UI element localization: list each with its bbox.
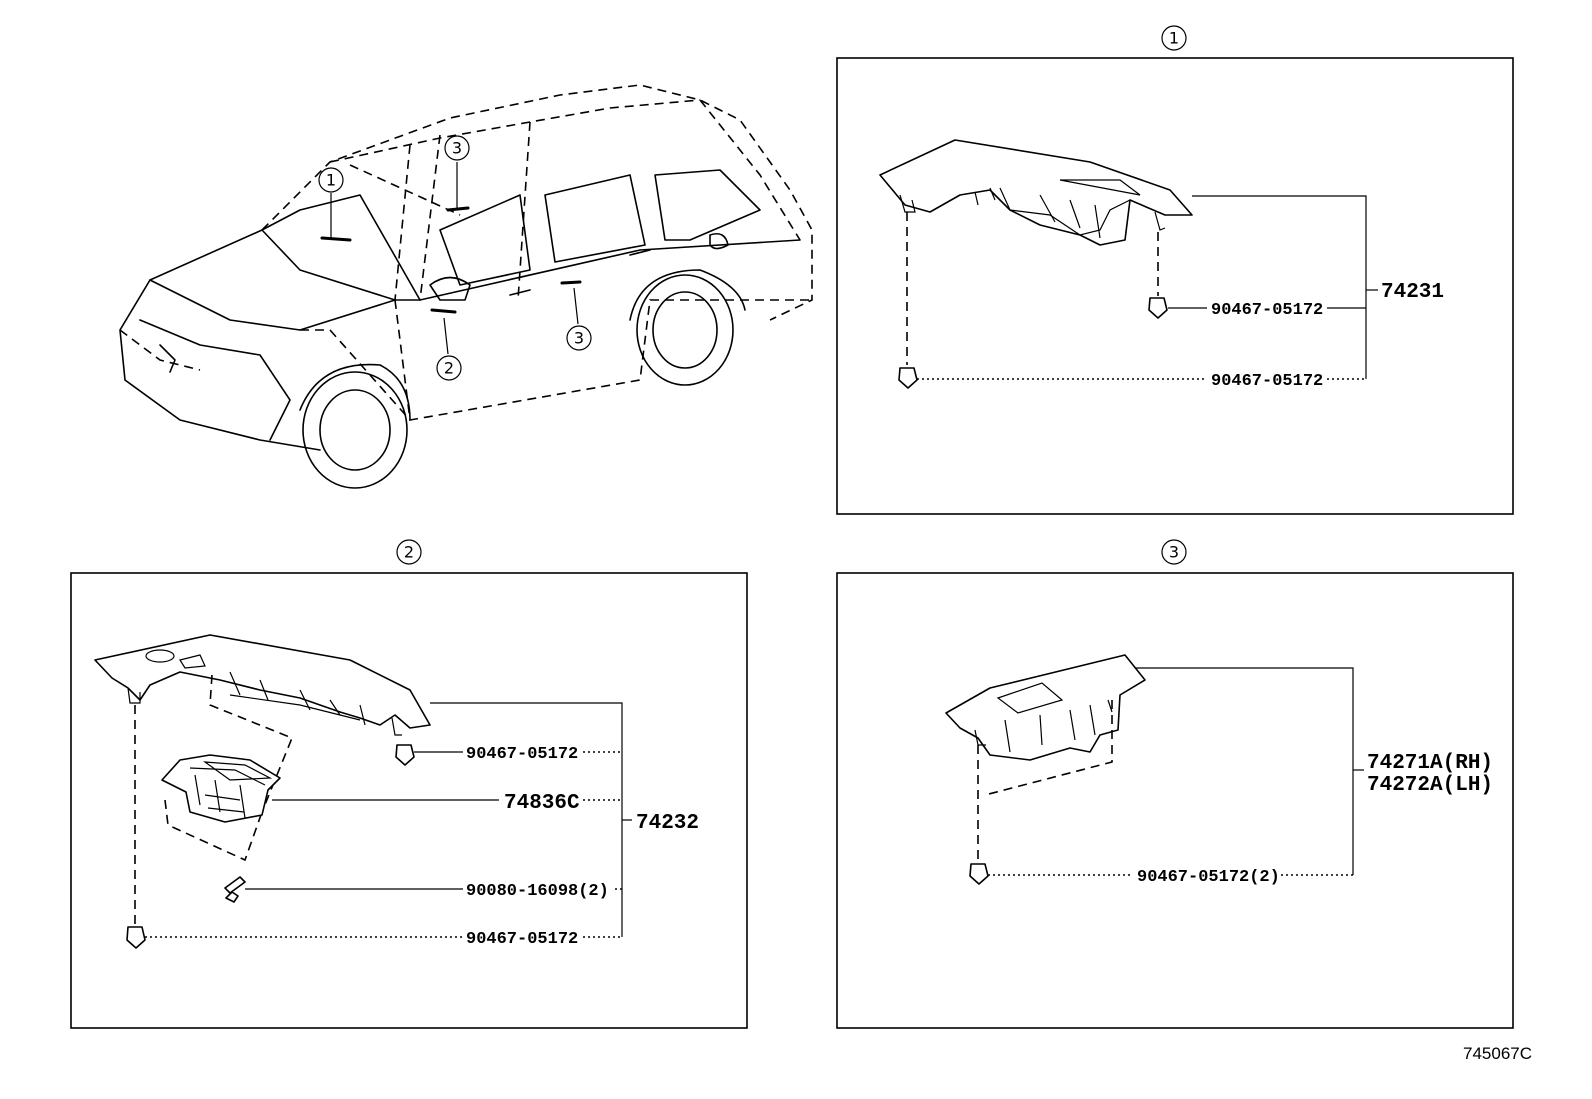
clip-upper-icon (1148, 297, 1168, 319)
part-number-74232: 74232 (636, 812, 699, 835)
detail-panel-3: 3 74271A(RH) 74272A(LH) 90467-05172(2) (836, 539, 1514, 1029)
clip-lower-icon (126, 926, 146, 949)
vehicle-overview: 1 2 3 3 (119, 84, 813, 489)
clip-lower-icon (898, 367, 918, 389)
clip-upper-icon (395, 744, 415, 766)
detail-panel-2: 2 90467-05172 74 (70, 539, 748, 1029)
part-number-74231: 74231 (1381, 281, 1444, 304)
callout-3-marker-upper: 3 (452, 139, 462, 158)
part-number-90080-16098: 90080-16098(2) (466, 882, 609, 901)
panel-2-title: 2 (404, 543, 414, 562)
part-number-90467-05172-upper: 90467-05172 (466, 745, 578, 764)
screw-icon (224, 876, 246, 894)
part-number-74271A-RH: 74271A(RH) (1367, 752, 1493, 775)
diagram-code: 745067C (1463, 1044, 1532, 1063)
clip-icon (969, 863, 989, 885)
part-number-90467-05172-upper: 90467-05172 (1211, 301, 1323, 320)
part-number-74836C: 74836C (504, 792, 580, 815)
callout-3-marker-lower: 3 (574, 329, 584, 348)
detail-panel-1: 1 90467-05172 90467-05172 74231 (836, 25, 1514, 515)
panel-1-title: 1 (1169, 29, 1179, 48)
panel-3-title: 3 (1169, 543, 1179, 562)
part-number-90467-05172-lower: 90467-05172 (1211, 372, 1323, 391)
part-number-74272A-LH: 74272A(LH) (1367, 774, 1493, 797)
part-number-90467-05172-2: 90467-05172(2) (1137, 868, 1280, 887)
callout-2-marker: 2 (444, 359, 454, 378)
callout-1-marker: 1 (326, 171, 336, 190)
part-number-90467-05172-lower: 90467-05172 (466, 930, 578, 949)
